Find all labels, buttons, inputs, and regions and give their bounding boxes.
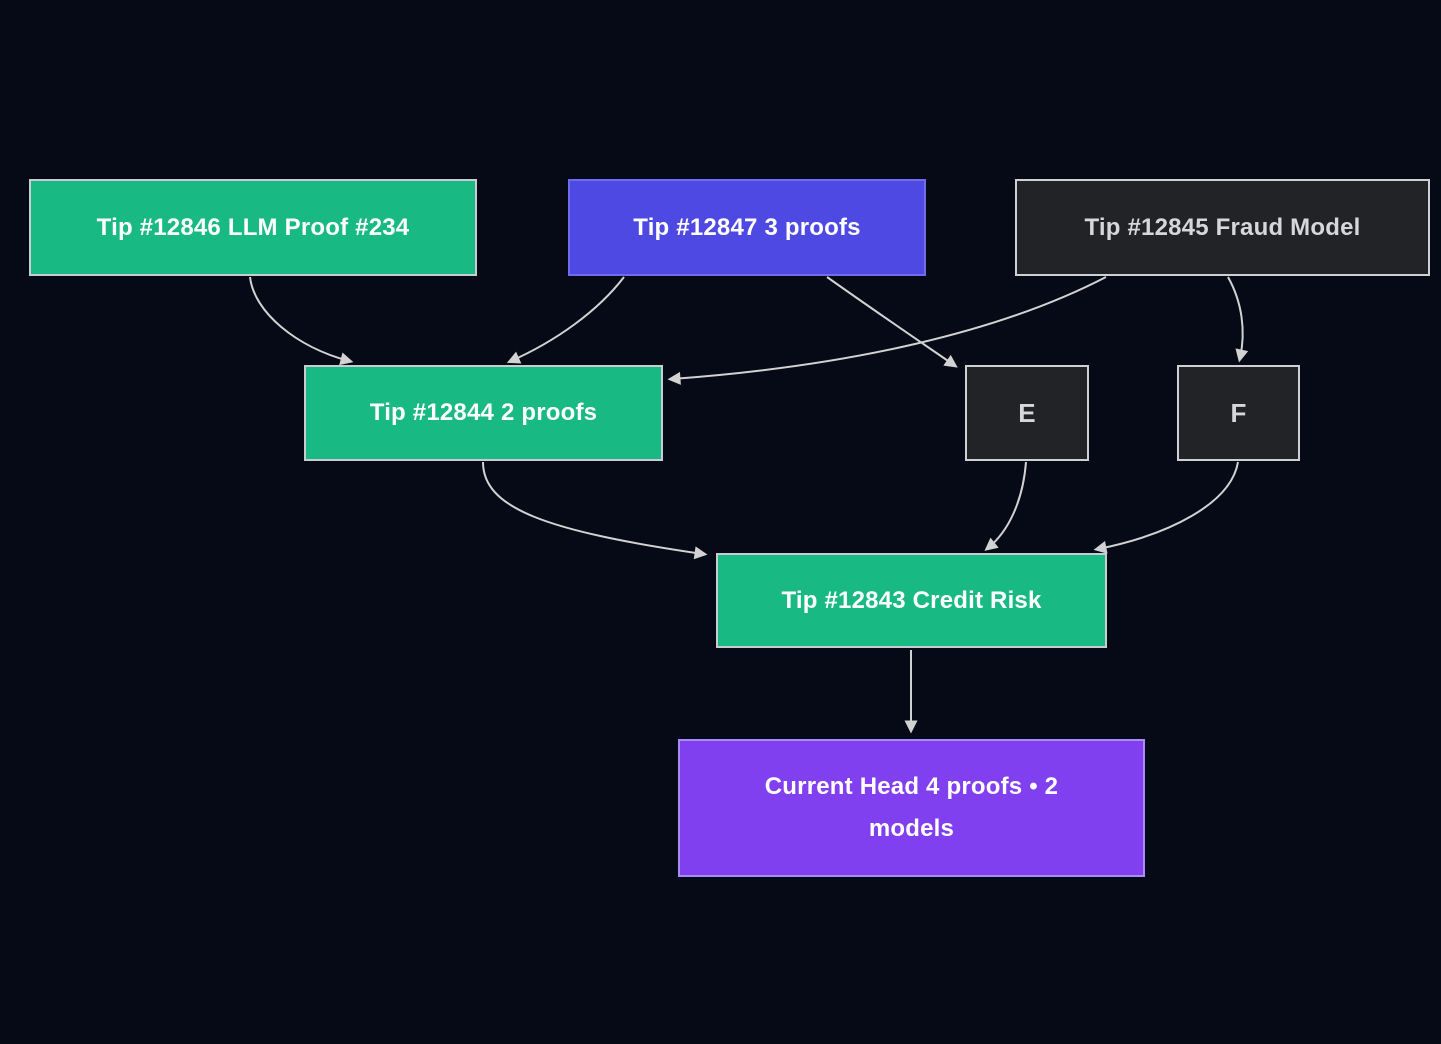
node-tip-12846-label: Tip #12846 LLM Proof #234 — [96, 213, 410, 241]
node-tip-12846: Tip #12846 LLM Proof #234 — [29, 179, 477, 276]
node-tip-12847-label: Tip #12847 3 proofs — [633, 213, 861, 241]
node-tip-12845-label: Tip #12845 Fraud Model — [1084, 213, 1361, 241]
edge-tip12847-to-tip12844 — [506, 276, 625, 364]
node-f-label: F — [1230, 397, 1247, 428]
node-tip-12844: Tip #12844 2 proofs — [304, 365, 663, 461]
edge-f-to-tip12843 — [1093, 461, 1239, 554]
node-tip-12844-label: Tip #12844 2 proofs — [369, 399, 598, 426]
node-current-head: Current Head 4 proofs • 2 models — [678, 739, 1145, 877]
edge-tip12844-to-tip12843 — [482, 461, 708, 560]
edge-tip12845-to-tip12844 — [667, 276, 1107, 385]
node-tip-12847: Tip #12847 3 proofs — [568, 179, 926, 276]
node-current-head-label: Current Head 4 proofs • 2 models — [764, 773, 1059, 842]
node-f: F — [1177, 365, 1300, 461]
edge-tip12846-to-tip12844 — [249, 276, 354, 366]
node-tip-12845: Tip #12845 Fraud Model — [1015, 179, 1430, 276]
edge-tip12847-to-e — [826, 276, 958, 368]
node-e-label: E — [1018, 397, 1036, 428]
node-e: E — [965, 365, 1089, 461]
edge-tip12845-to-f — [1227, 276, 1249, 363]
edge-e-to-tip12843 — [984, 461, 1027, 551]
node-tip-12843-label: Tip #12843 Credit Risk — [781, 586, 1042, 614]
node-tip-12843: Tip #12843 Credit Risk — [716, 553, 1107, 648]
